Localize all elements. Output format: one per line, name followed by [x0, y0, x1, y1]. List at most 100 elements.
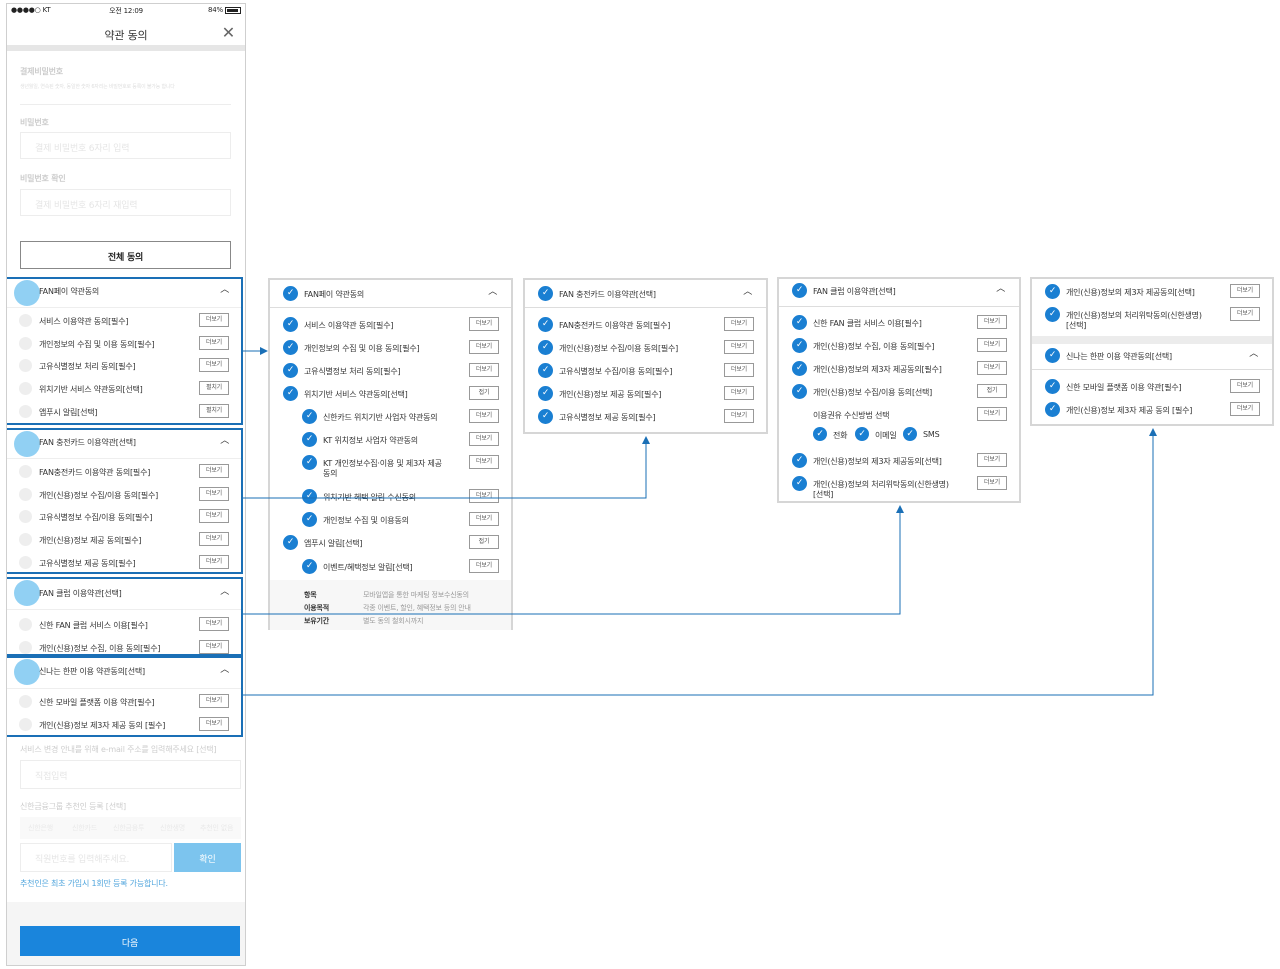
next-button[interactable]: 다음	[20, 926, 240, 956]
more-button[interactable]: 더보기	[977, 453, 1007, 467]
check-icon[interactable]: ✓	[903, 427, 917, 441]
more-button[interactable]: 더보기	[469, 340, 499, 354]
chevron-up-icon[interactable]: ︿	[743, 287, 752, 297]
expand-button[interactable]: 펼치기	[199, 381, 229, 395]
tab-company[interactable]: 추천인 없음	[200, 824, 234, 832]
chevron-up-icon[interactable]: ︿	[1249, 349, 1258, 359]
check-icon[interactable]: ✓	[302, 432, 317, 447]
check-icon[interactable]: ✓	[1045, 307, 1060, 322]
more-button[interactable]: 더보기	[199, 640, 229, 654]
more-button[interactable]: 더보기	[469, 489, 499, 503]
chevron-up-icon[interactable]: ︿	[220, 436, 229, 446]
check-circle[interactable]	[19, 465, 32, 478]
more-button[interactable]: 더보기	[199, 717, 229, 731]
check-icon[interactable]: ✓	[302, 409, 317, 424]
check-icon[interactable]: ✓	[792, 315, 807, 330]
more-button[interactable]: 더보기	[199, 336, 229, 350]
more-button[interactable]: 더보기	[199, 464, 229, 478]
check-icon[interactable]: ✓	[792, 453, 807, 468]
check-icon[interactable]: ✓	[283, 363, 298, 378]
more-button[interactable]: 더보기	[469, 363, 499, 377]
more-button[interactable]: 더보기	[724, 363, 754, 377]
more-button[interactable]: 더보기	[1230, 307, 1260, 321]
fold-button[interactable]: 접기	[469, 386, 499, 400]
check-icon[interactable]: ✓	[1045, 402, 1060, 417]
more-button[interactable]: 더보기	[469, 432, 499, 446]
check-icon[interactable]: ✓	[538, 317, 553, 332]
check-icon[interactable]: ✓	[792, 283, 807, 298]
email-input[interactable]: 직접입력	[20, 760, 241, 789]
tab-company[interactable]: 신한은행	[28, 824, 53, 832]
more-button[interactable]: 더보기	[724, 409, 754, 423]
check-circle[interactable]	[19, 382, 32, 395]
password-confirm-input[interactable]: 결제 비밀번호 6자리 재입력	[20, 189, 231, 216]
check-circle[interactable]	[19, 618, 32, 631]
more-button[interactable]: 더보기	[199, 313, 229, 327]
check-circle[interactable]	[19, 695, 32, 708]
more-button[interactable]: 더보기	[724, 317, 754, 331]
more-button[interactable]: 더보기	[199, 358, 229, 372]
fold-button[interactable]: 접기	[469, 535, 499, 549]
check-icon[interactable]: ✓	[302, 512, 317, 527]
fold-button[interactable]: 접기	[977, 384, 1007, 398]
check-circle[interactable]	[19, 718, 32, 731]
more-button[interactable]: 더보기	[199, 532, 229, 546]
check-icon[interactable]: ✓	[538, 286, 553, 301]
check-icon[interactable]: ✓	[792, 361, 807, 376]
chevron-up-icon[interactable]: ︿	[488, 287, 497, 297]
check-circle[interactable]	[19, 641, 32, 654]
check-icon[interactable]: ✓	[283, 535, 298, 550]
check-icon[interactable]: ✓	[302, 455, 317, 470]
check-icon[interactable]: ✓	[1045, 348, 1060, 363]
more-button[interactable]: 더보기	[977, 338, 1007, 352]
check-icon[interactable]: ✓	[813, 427, 827, 441]
check-icon[interactable]: ✓	[283, 317, 298, 332]
check-icon[interactable]: ✓	[283, 286, 298, 301]
chevron-up-icon[interactable]: ︿	[220, 587, 229, 597]
password-input[interactable]: 결제 비밀번호 6자리 입력	[20, 132, 231, 159]
more-button[interactable]: 더보기	[977, 361, 1007, 375]
tab-company[interactable]: 신한카드	[72, 824, 97, 832]
more-button[interactable]: 더보기	[469, 317, 499, 331]
more-button[interactable]: 더보기	[199, 555, 229, 569]
more-button[interactable]: 더보기	[469, 455, 499, 469]
more-button[interactable]: 더보기	[1230, 284, 1260, 298]
chevron-up-icon[interactable]: ︿	[220, 285, 229, 295]
check-icon[interactable]: ✓	[538, 340, 553, 355]
club-check-circle[interactable]	[14, 580, 40, 606]
check-icon[interactable]: ✓	[538, 386, 553, 401]
more-button[interactable]: 더보기	[469, 512, 499, 526]
fanpay-check-circle[interactable]	[14, 280, 40, 306]
check-circle[interactable]	[19, 510, 32, 523]
check-circle[interactable]	[19, 556, 32, 569]
more-button[interactable]: 더보기	[724, 340, 754, 354]
check-circle[interactable]	[19, 337, 32, 350]
close-icon[interactable]: ✕	[221, 23, 235, 42]
hanpan-check-circle[interactable]	[14, 659, 40, 685]
check-icon[interactable]: ✓	[283, 340, 298, 355]
expand-button[interactable]: 펼치기	[199, 404, 229, 418]
check-icon[interactable]: ✓	[538, 363, 553, 378]
check-circle[interactable]	[19, 405, 32, 418]
check-circle[interactable]	[19, 314, 32, 327]
check-icon[interactable]: ✓	[1045, 284, 1060, 299]
more-button[interactable]: 더보기	[469, 559, 499, 573]
charge-check-circle[interactable]	[14, 431, 40, 457]
more-button[interactable]: 더보기	[724, 386, 754, 400]
check-icon[interactable]: ✓	[792, 476, 807, 491]
check-icon[interactable]: ✓	[792, 338, 807, 353]
more-button[interactable]: 더보기	[977, 476, 1007, 490]
more-button[interactable]: 더보기	[469, 409, 499, 423]
more-button[interactable]: 더보기	[199, 487, 229, 501]
check-icon[interactable]: ✓	[302, 559, 317, 574]
check-icon[interactable]: ✓	[302, 489, 317, 504]
check-icon[interactable]: ✓	[1045, 379, 1060, 394]
more-button[interactable]: 더보기	[1230, 379, 1260, 393]
more-button[interactable]: 더보기	[199, 694, 229, 708]
more-button[interactable]: 더보기	[199, 617, 229, 631]
chevron-up-icon[interactable]: ︿	[996, 284, 1005, 294]
check-icon[interactable]: ✓	[792, 384, 807, 399]
more-button[interactable]: 더보기	[1230, 402, 1260, 416]
more-button[interactable]: 더보기	[977, 407, 1007, 421]
check-icon[interactable]: ✓	[855, 427, 869, 441]
